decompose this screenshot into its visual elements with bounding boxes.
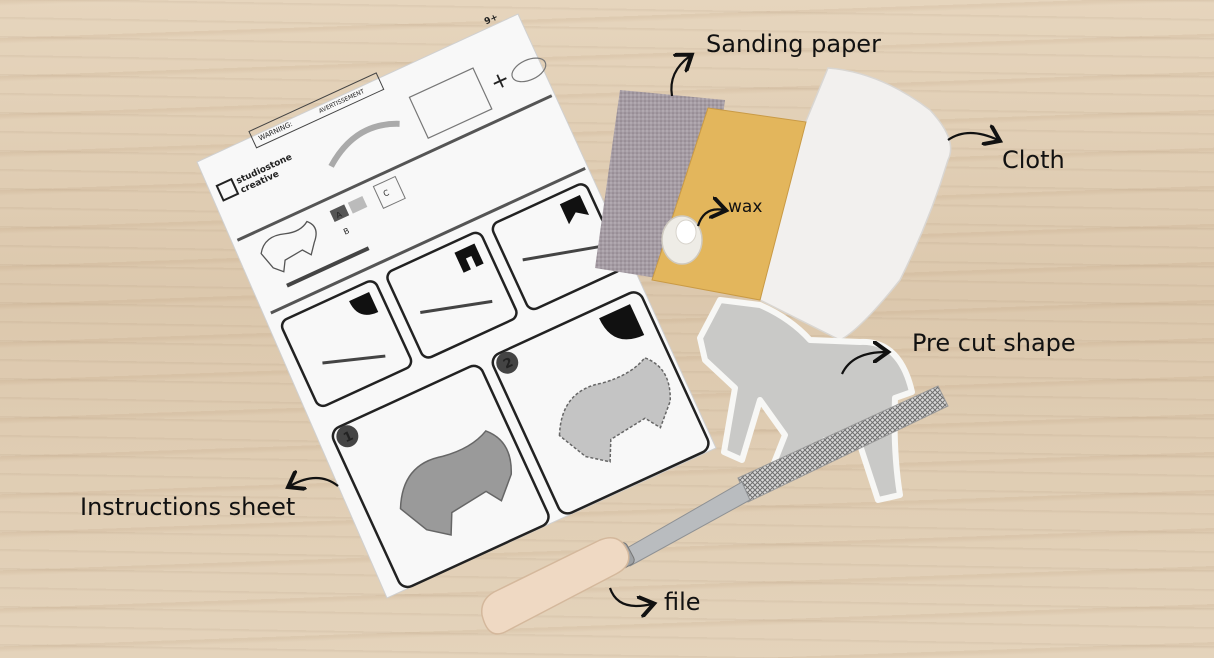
label-sanding-paper: Sanding paper — [706, 30, 881, 58]
cloth — [759, 67, 952, 341]
sheet-lion-outline — [260, 220, 317, 273]
label-pre-cut-shape: Pre cut shape — [912, 329, 1076, 357]
instructions-sheet: WARNING: AVERTISSEMENT 9+ studiostone cr… — [196, 13, 717, 599]
sheet-curved-arrow-icon — [328, 120, 400, 168]
sheet-step-2-panel — [491, 291, 710, 515]
file-tool — [481, 385, 949, 635]
part-b-label: B — [342, 226, 351, 236]
arrow-file-icon — [608, 587, 652, 606]
arrow-instructions-icon — [290, 478, 339, 486]
sheet-file-drawing — [286, 246, 370, 288]
arrow-sanding-paper-icon — [670, 56, 690, 97]
part-a-label: A — [335, 210, 344, 221]
sheet-panel-2 — [386, 231, 518, 359]
sheet-panel-1 — [280, 280, 413, 408]
label-file: file — [664, 588, 701, 616]
sheet-box-drawing — [408, 67, 493, 140]
arrow-shape-icon — [840, 352, 886, 375]
sheet-step-1-panel — [331, 364, 550, 589]
label-cloth: Cloth — [1002, 146, 1065, 174]
wax-piece — [661, 215, 703, 265]
label-wax: wax — [728, 197, 763, 217]
sheet-lion-gray-1 — [399, 430, 512, 536]
arrow-wax-icon — [696, 209, 724, 227]
sheet-bowl-drawing — [511, 57, 547, 83]
part-c-label: C — [382, 188, 391, 199]
arrow-cloth-icon — [947, 133, 998, 140]
sheet-lion-gray-2 — [558, 356, 671, 463]
label-instructions-sheet: Instructions sheet — [80, 493, 296, 521]
